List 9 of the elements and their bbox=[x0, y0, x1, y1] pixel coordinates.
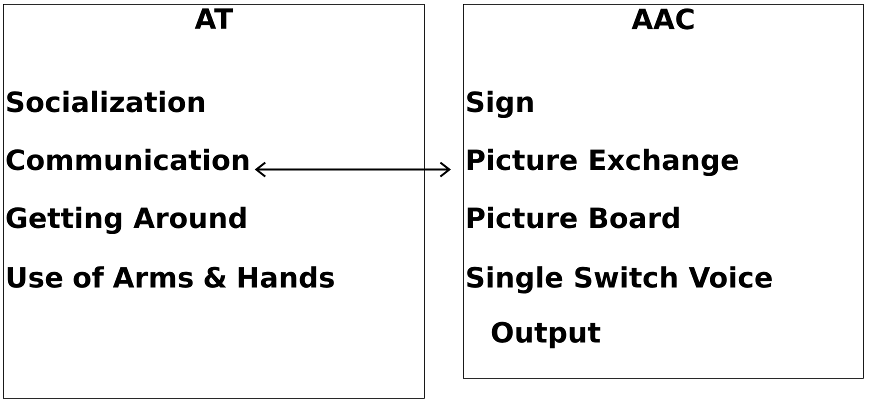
list-item: Picture Board bbox=[468, 206, 679, 228]
list-item: Picture Exchange bbox=[468, 148, 738, 176]
list-item: Use of Arms & Hands bbox=[8, 266, 334, 288]
list-item: Sign bbox=[467, 90, 533, 118]
list-item: Socialization bbox=[7, 90, 204, 112]
list-item: Single Switch Voice Output bbox=[467, 266, 772, 348]
list-item: Communication bbox=[6, 148, 248, 170]
double-arrow bbox=[254, 162, 451, 178]
list-item: Getting Around bbox=[6, 206, 246, 234]
